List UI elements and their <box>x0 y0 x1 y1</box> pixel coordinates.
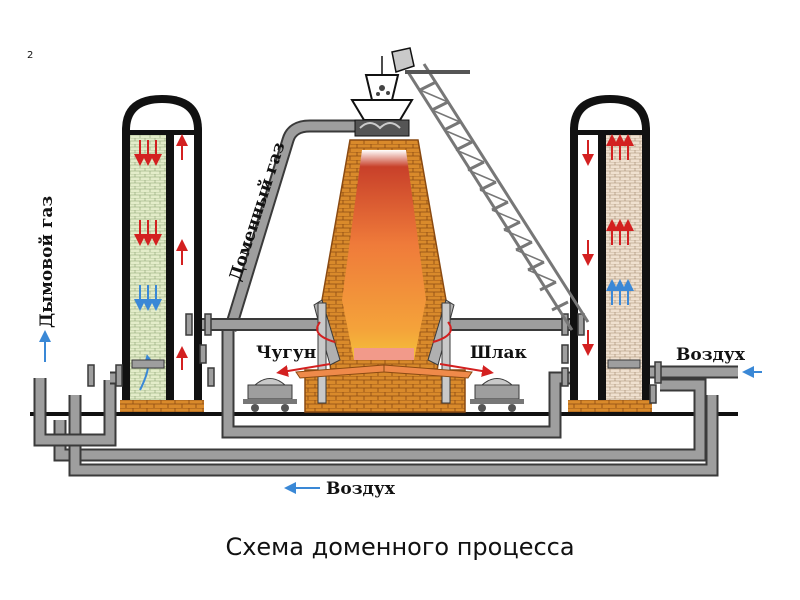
blast-gas-pipe <box>223 119 355 332</box>
right-stove <box>568 95 652 412</box>
slag-flow-arrow <box>439 363 494 377</box>
slag-ladle <box>470 378 524 412</box>
blast-gas-label: Доменный газ <box>226 140 290 284</box>
left-stove <box>120 95 204 412</box>
ground-line <box>30 412 738 416</box>
blast-furnace <box>295 139 473 413</box>
iron-flow-arrow <box>276 363 331 377</box>
right-checker-chamber <box>606 135 642 400</box>
slag-label: Шлак <box>470 343 528 363</box>
furnace-interior <box>342 150 426 360</box>
pipe-flanges <box>87 313 662 404</box>
right-combustion-chamber <box>578 135 598 400</box>
iron-ladle <box>243 378 297 412</box>
air-label-bottom: Воздух <box>326 479 396 499</box>
smoke-gas-label: Дымовой газ <box>37 196 57 328</box>
skip-hoist <box>405 63 590 331</box>
iron-label: Чугун <box>256 343 316 363</box>
air-label-right: Воздух <box>676 345 746 365</box>
corner-mark: 2 <box>27 50 34 61</box>
bottom-pipe-loop <box>33 318 738 477</box>
diagram-caption: Схема доменного процесса <box>225 533 575 561</box>
charging-hopper <box>350 47 415 137</box>
left-combustion-chamber <box>174 135 194 400</box>
